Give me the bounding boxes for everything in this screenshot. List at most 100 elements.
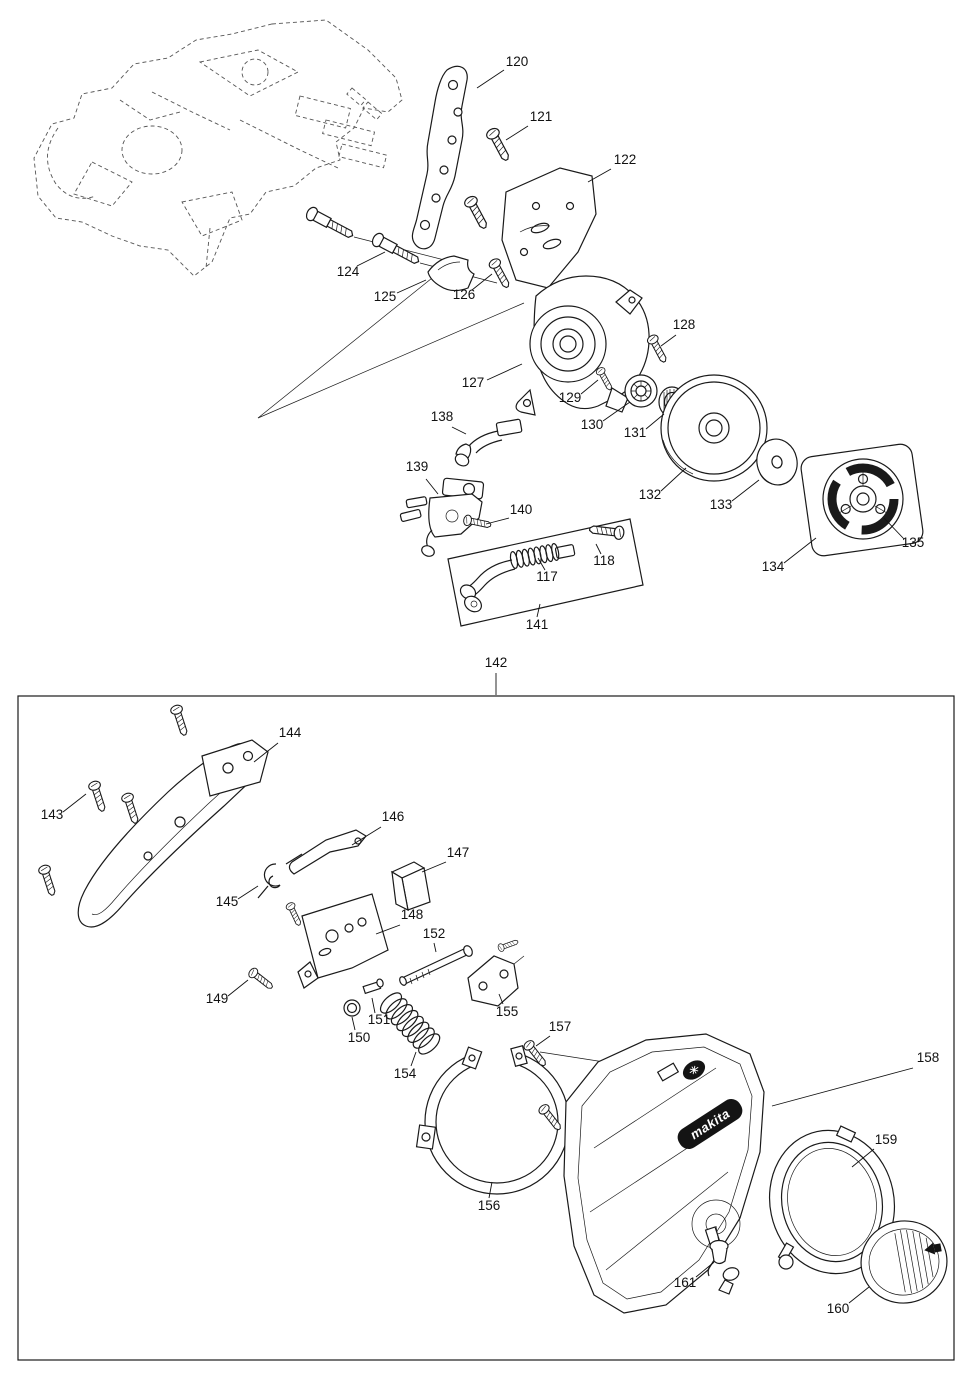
- leader-line-118: [595, 543, 602, 555]
- assembly-axis-lines: [257, 236, 525, 419]
- callout-132: 132: [639, 467, 687, 502]
- part-label-141: 141: [526, 617, 549, 632]
- part-126-screw: [487, 256, 514, 291]
- leader-line-152: [433, 942, 437, 953]
- leader-line-130: [602, 401, 631, 422]
- part-label-120: 120: [506, 54, 529, 69]
- callout-131: 131: [624, 413, 665, 440]
- leader-line-154: [410, 1051, 417, 1067]
- part-label-138: 138: [431, 409, 454, 424]
- part-label-131: 131: [624, 425, 647, 440]
- part-128-screw: [645, 332, 671, 365]
- part-121-screw: [484, 125, 514, 164]
- part-label-144: 144: [279, 725, 302, 740]
- part-133-washer: [756, 438, 798, 486]
- part-label-158: 158: [917, 1050, 940, 1065]
- part-161-adjuster: [707, 1225, 740, 1295]
- part-159-ring: [768, 1125, 896, 1275]
- part-label-124: 124: [337, 264, 360, 279]
- leader-line-145: [237, 885, 259, 900]
- part-label-132: 132: [639, 487, 662, 502]
- part-label-148: 148: [401, 907, 424, 922]
- leader-line-134: [783, 537, 817, 564]
- part-label-135: 135: [902, 535, 925, 550]
- part-120-guide-plate: [411, 65, 468, 250]
- part-label-149: 149: [206, 991, 229, 1006]
- part-label-155: 155: [496, 1004, 519, 1019]
- leader-line-150: [351, 1016, 356, 1031]
- part-124-bolt: [303, 204, 357, 243]
- callout-127: 127: [462, 363, 523, 390]
- part-160-cap: [860, 1220, 948, 1304]
- leader-line-151: [371, 997, 376, 1014]
- callout-130: 130: [581, 401, 631, 432]
- callout-128: 128: [660, 317, 696, 347]
- callout-143: 143: [41, 793, 87, 822]
- callout-124: 124: [337, 251, 386, 279]
- callout-140: 140: [485, 502, 532, 525]
- part-152-adjust-rod: [399, 945, 473, 986]
- leader-line-158: [771, 1067, 914, 1107]
- callout-117: 117: [536, 557, 558, 584]
- leader-line-131: [645, 413, 665, 430]
- callout-142: 142: [485, 655, 507, 695]
- callout-box-134: [800, 443, 924, 557]
- part-143-screw-d: [37, 863, 59, 898]
- callout-139: 139: [406, 459, 439, 495]
- leader-line-149: [227, 979, 249, 997]
- part-118-bolt: [588, 522, 626, 541]
- part-144-hand-guard: [77, 739, 269, 928]
- part-label-143: 143: [41, 807, 64, 822]
- part-127-oil-pump-housing: [515, 275, 650, 416]
- callout-158: 158: [771, 1050, 940, 1107]
- callout-133: 133: [710, 479, 760, 512]
- callout-156: 156: [478, 1181, 500, 1213]
- leader-line-122: [587, 168, 612, 183]
- part-150-cap: [343, 999, 361, 1017]
- leader-line-121: [505, 125, 529, 141]
- callout-129: 129: [559, 379, 599, 405]
- part-label-117: 117: [536, 569, 558, 584]
- callout-118: 118: [593, 543, 615, 568]
- callout-154: 154: [394, 1051, 417, 1081]
- part-145-torsion-spring: [257, 853, 303, 899]
- callout-161: 161: [674, 1262, 714, 1290]
- part-143-screw-c: [120, 791, 142, 826]
- part-141-oil-hose-assembly: [447, 518, 644, 627]
- callout-148: 148: [375, 907, 424, 935]
- callout-134: 134: [762, 537, 817, 574]
- part-143-screw-b: [87, 779, 109, 814]
- part-157-screw-b: [536, 1102, 565, 1134]
- part-label-145: 145: [216, 894, 239, 909]
- part-label-118: 118: [593, 553, 615, 568]
- leader-line-127: [486, 363, 523, 381]
- part-label-127: 127: [462, 375, 485, 390]
- part-label-133: 133: [710, 497, 733, 512]
- part-148-screw: [284, 900, 304, 928]
- part-label-159: 159: [875, 1132, 898, 1147]
- leader-line-140: [485, 517, 510, 525]
- part-132-clutch-drum: [660, 374, 768, 482]
- part-label-125: 125: [374, 289, 397, 304]
- part-157-screw-a: [521, 1038, 550, 1070]
- part-125-guide-clip: [427, 255, 475, 292]
- callout-146: 146: [351, 809, 404, 846]
- callout-box-141: [447, 518, 644, 627]
- part-122-sprocket-guard-plate: [501, 167, 597, 289]
- leader-line-129: [580, 379, 599, 395]
- part-label-128: 128: [673, 317, 696, 332]
- part-label-152: 152: [423, 926, 446, 941]
- callout-149: 149: [206, 979, 249, 1006]
- part-130-pinion-gear: [624, 374, 658, 408]
- callout-155: 155: [496, 993, 519, 1019]
- callout-126: 126: [453, 273, 493, 302]
- leader-line-117: [537, 557, 546, 571]
- leader-line-159: [851, 1148, 875, 1168]
- part-label-129: 129: [559, 390, 582, 405]
- part-155-screw: [496, 937, 520, 953]
- part-label-134: 134: [762, 559, 785, 574]
- callout-125: 125: [374, 279, 427, 304]
- part-label-121: 121: [530, 109, 553, 124]
